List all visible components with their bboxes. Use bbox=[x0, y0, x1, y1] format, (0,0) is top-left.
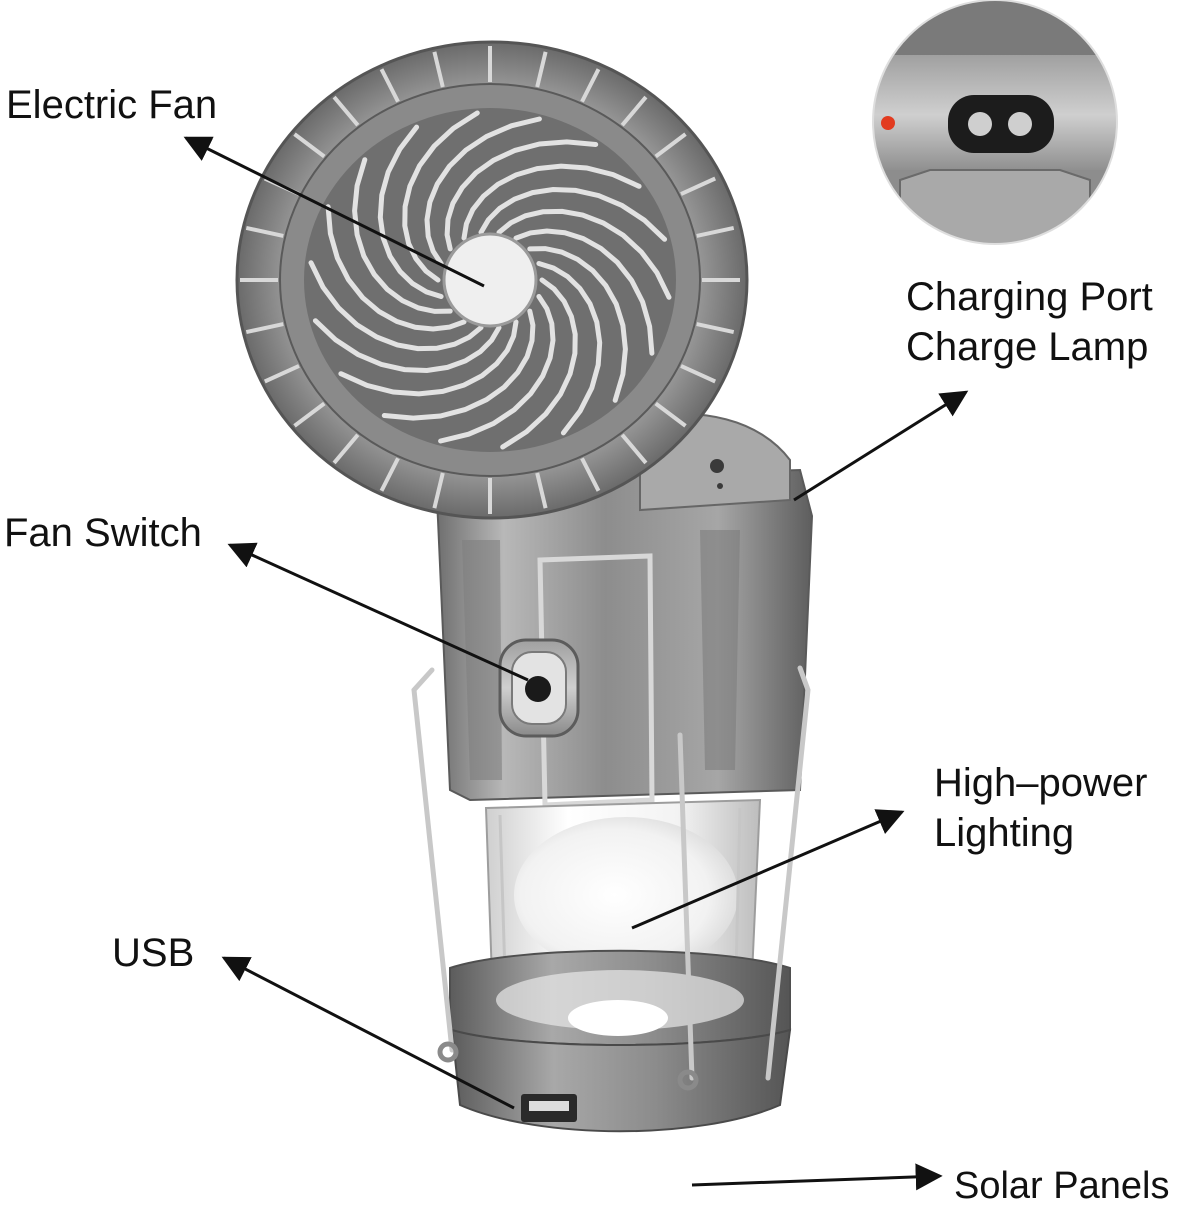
label-high-power-lighting: High–power Lighting bbox=[934, 758, 1147, 858]
fan-rim-fin bbox=[654, 132, 687, 159]
fan-grill-spoke bbox=[352, 157, 453, 314]
label-fan-switch: Fan Switch bbox=[4, 511, 202, 555]
label-charge-lamp-line: Charge Lamp bbox=[906, 325, 1149, 369]
label-charging-port-line: Charging Port bbox=[906, 275, 1153, 319]
arrow-fan-switch bbox=[227, 542, 529, 682]
fan-switch[interactable] bbox=[498, 638, 580, 738]
arrow-charging-port bbox=[793, 390, 969, 502]
fan-grill-spoke bbox=[513, 228, 655, 356]
arrow-solar-panels bbox=[691, 1163, 943, 1191]
fan-grill-spoke bbox=[308, 260, 484, 352]
label-solar-panels: Solar Panels bbox=[954, 1165, 1170, 1207]
fan-rim-fin bbox=[245, 225, 284, 238]
fan-grill-spoke bbox=[478, 186, 668, 242]
fan-grill-spoke bbox=[338, 319, 519, 397]
fan-rim-fin bbox=[535, 472, 548, 509]
fan-grill-spoke bbox=[438, 294, 556, 444]
fan-grill-spoke bbox=[536, 261, 603, 436]
fan-rim-fin bbox=[680, 176, 717, 196]
fan-rim-fin bbox=[680, 364, 717, 384]
fan-icon bbox=[235, 40, 749, 520]
fan-grill-spoke bbox=[381, 308, 536, 421]
wire-handle bbox=[411, 665, 811, 1091]
fan-grill-spoke bbox=[325, 204, 467, 332]
fan-rim-fin bbox=[432, 472, 445, 509]
usb-port-icon bbox=[521, 1094, 577, 1122]
lantern-light-chamber bbox=[484, 798, 762, 980]
label-high-power-line: High–power bbox=[934, 761, 1148, 805]
fan-rim-fin bbox=[696, 322, 735, 335]
fan-grill-spoke bbox=[500, 277, 578, 450]
fan-rim-fin bbox=[580, 457, 601, 492]
fan-grill-spoke bbox=[496, 208, 672, 300]
fan-rim-fin bbox=[293, 132, 326, 159]
label-charging-port: Charging Port Charge Lamp bbox=[906, 272, 1153, 372]
fan-rim-fin bbox=[245, 322, 284, 335]
arrow-usb bbox=[221, 956, 515, 1110]
charge-lamp-led bbox=[881, 116, 895, 130]
fan-grill-spoke bbox=[402, 110, 480, 283]
fan-rim-fin bbox=[432, 51, 445, 88]
arrow-high-power-lighting bbox=[631, 809, 905, 930]
fan-rim-fin bbox=[580, 68, 601, 103]
push-button-icon bbox=[525, 676, 551, 702]
fan-rim-fin bbox=[620, 95, 648, 127]
fan-rim-fin bbox=[293, 401, 326, 428]
fan-rim-fin bbox=[535, 51, 548, 88]
fan-grill-spoke bbox=[461, 163, 642, 241]
label-usb: USB bbox=[112, 931, 195, 975]
fan-grill-spoke bbox=[444, 139, 599, 252]
lantern-base bbox=[449, 949, 792, 1133]
label-electric-fan: Electric Fan bbox=[6, 83, 218, 127]
charging-port-inset bbox=[872, 0, 1118, 245]
fan-grill-spoke bbox=[377, 124, 444, 299]
callout-arrows bbox=[183, 136, 969, 1191]
fan-rim-fin bbox=[263, 364, 300, 384]
fan-rim-fin bbox=[332, 95, 360, 127]
fan-grill-spoke bbox=[312, 318, 502, 374]
fan-rim-fin bbox=[620, 433, 648, 465]
ac-socket-icon bbox=[948, 95, 1054, 153]
fan-rim-fin bbox=[332, 433, 360, 465]
fan-rim-fin bbox=[379, 457, 400, 492]
arrow-electric-fan bbox=[183, 136, 485, 288]
electric-fan bbox=[235, 40, 749, 520]
fan-rim-fin bbox=[379, 68, 400, 103]
label-lighting-line: Lighting bbox=[934, 811, 1075, 855]
fan-rim-fin bbox=[696, 225, 735, 238]
fan-grill-spoke bbox=[424, 116, 542, 266]
fan-grill-spoke bbox=[527, 246, 628, 403]
fan-rim-fin bbox=[654, 401, 687, 428]
